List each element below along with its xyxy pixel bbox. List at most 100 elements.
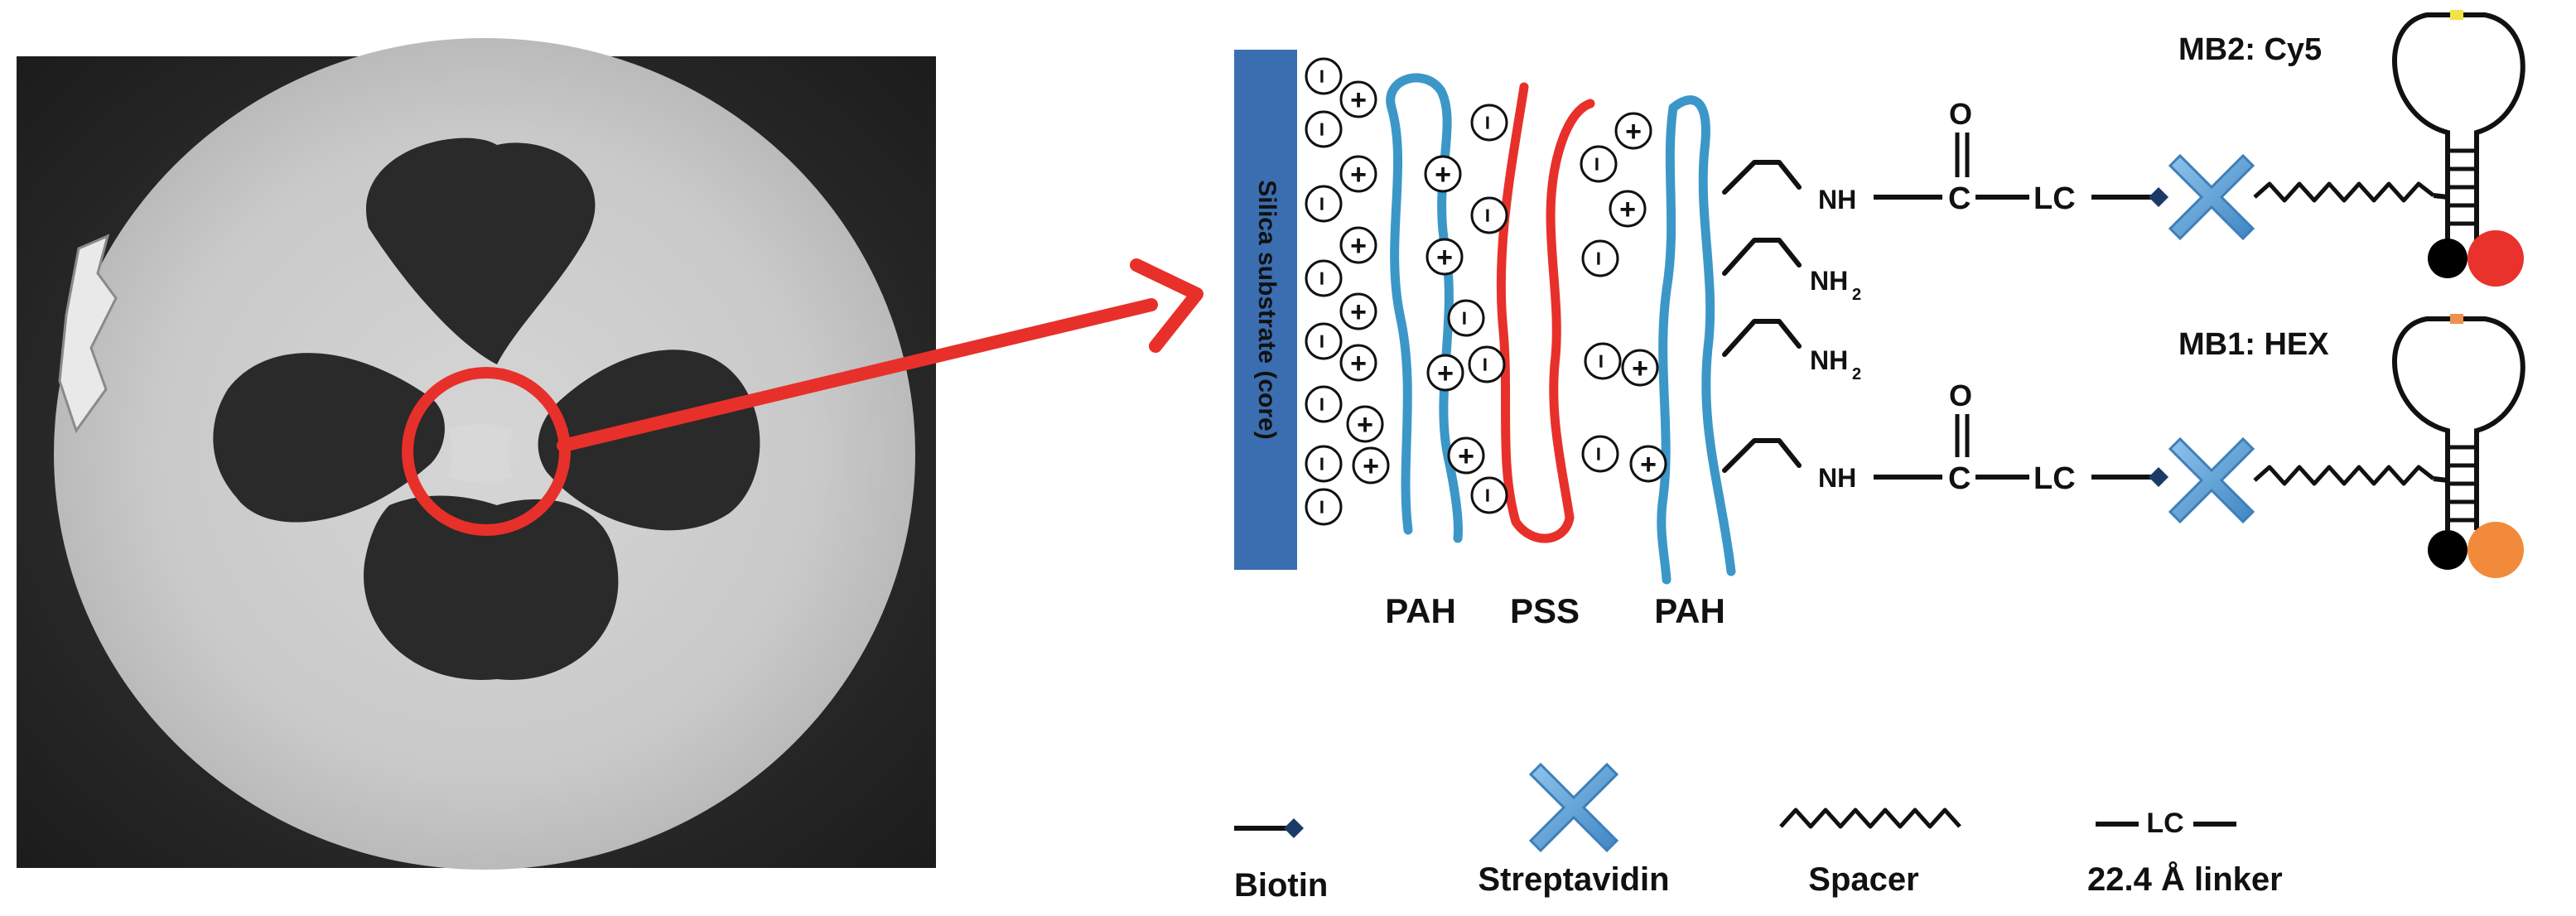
negative-charge-icon: − [1305, 445, 1343, 483]
svg-text:+: + [1435, 159, 1451, 190]
legend-streptavidin-label: Streptavidin [1478, 861, 1669, 898]
positive-charge-icon: + [1352, 446, 1390, 485]
carbonyl-c-2: C [1948, 461, 1971, 496]
carbonyl-c-1: C [1948, 181, 1971, 216]
negative-charge-icon: − [1305, 322, 1343, 360]
polyelectrolyte-layers: PAH PSS PAH [1385, 73, 1736, 630]
positive-charge-icon: + [1339, 80, 1377, 118]
biotin-marker-1 [2149, 187, 2168, 207]
mb1-stem-rungs [2448, 445, 2477, 523]
positive-charge-icon: + [1346, 405, 1384, 443]
negative-charge-icon: − [1305, 57, 1343, 95]
svg-text:−: − [1583, 157, 1610, 171]
mb1-quencher [2428, 530, 2467, 570]
svg-text:−: − [1585, 251, 1612, 266]
positive-charge-icon: + [1426, 354, 1464, 392]
svg-text:−: − [1474, 208, 1501, 223]
negative-charge-icon: − [1305, 259, 1343, 297]
mb1-label: MB1: HEX [2178, 327, 2329, 362]
negative-charge-icon: − [1305, 488, 1343, 526]
svg-text:−: − [1308, 69, 1335, 84]
positive-charge-icon: + [1614, 112, 1652, 150]
negative-charge-icon: − [1580, 145, 1618, 183]
amine-chain-1 [1722, 160, 1802, 195]
mb2-label: MB2: Cy5 [2178, 32, 2322, 67]
negative-charge-icon: − [1470, 104, 1508, 142]
svg-text:+: + [1350, 348, 1367, 379]
nh2-group-1: NH 2 [1810, 266, 1861, 304]
streptavidin-2 [2168, 436, 2255, 524]
svg-text:+: + [1625, 116, 1642, 147]
spacer-1 [2253, 181, 2435, 203]
pah-inner-label: PAH [1385, 591, 1456, 630]
pss-label: PSS [1510, 591, 1580, 630]
svg-text:−: − [1587, 354, 1614, 369]
amine-chain-3 [1722, 319, 1802, 357]
spacer-symbol-icon [1779, 808, 1961, 829]
negative-charge-icon: − [1581, 239, 1619, 277]
mb2-tag [2450, 10, 2463, 20]
streptavidin-1 [2168, 153, 2255, 241]
legend-spacer: Spacer [1779, 808, 1961, 898]
svg-text:+: + [1363, 451, 1379, 482]
molecular-beacon-mb1: MB1: HEX [2178, 314, 2525, 578]
carbonyl-o-2: O [1949, 378, 1972, 412]
amine-chain-2 [1722, 238, 1802, 276]
svg-text:−: − [1474, 115, 1501, 130]
svg-text:+: + [1350, 296, 1367, 328]
hole-right [538, 350, 760, 531]
svg-text:−: − [1308, 271, 1335, 286]
mb1-fluorophore-hex [2467, 522, 2524, 578]
amine-groups [1722, 160, 1802, 473]
amine-chain-4 [1722, 438, 1802, 473]
pss-layer [1496, 82, 1595, 543]
svg-text:+: + [1350, 230, 1367, 262]
svg-text:−: − [1450, 311, 1478, 325]
legend-biotin: Biotin [1234, 818, 1328, 904]
hole-left [213, 353, 445, 523]
hole-top [366, 137, 596, 364]
negative-charge-icon: − [1470, 196, 1508, 234]
negative-charge-icon: − [1584, 342, 1622, 380]
svg-text:−: − [1585, 446, 1612, 461]
pah-inner-layer [1386, 73, 1463, 543]
svg-text:+: + [1357, 409, 1373, 441]
substrate-label: Silica substrate (core) [1253, 180, 1281, 439]
mb2-fluorophore-cy5 [2467, 230, 2524, 287]
svg-text:−: − [1471, 357, 1498, 372]
legend-spacer-label: Spacer [1808, 861, 1918, 898]
svg-text:−: − [1308, 456, 1335, 471]
positive-charge-icon: + [1339, 292, 1377, 330]
molecular-beacon-mb2: MB2: Cy5 [2178, 10, 2525, 287]
nh2-label-1: NH [1810, 266, 1848, 296]
biotin-symbol-icon [1284, 818, 1304, 838]
svg-text:−: − [1308, 122, 1335, 137]
conjugation-chain-2: NH C O LC [1818, 378, 2154, 496]
positive-charge-icon: + [1424, 155, 1462, 193]
lc-label-2: LC [2033, 461, 2076, 496]
svg-text:+: + [1640, 449, 1657, 480]
nh2-label-2: NH [1810, 345, 1848, 375]
svg-text:+: + [1619, 194, 1636, 225]
positive-charge-icon: + [1447, 436, 1485, 475]
carbonyl-o-1: O [1949, 97, 1972, 131]
nh-label-1: NH [1818, 185, 1856, 215]
legend: Biotin Streptavidin Spacer LC 22.4 Å lin… [1234, 762, 2283, 904]
nh2-subscript-2: 2 [1852, 365, 1861, 383]
zoom-arrow [557, 258, 1204, 452]
svg-text:+: + [1436, 242, 1453, 273]
spacer-2 [2253, 465, 2435, 486]
negative-charge-icon: − [1305, 185, 1343, 223]
legend-linker-symbol: LC [2146, 808, 2183, 839]
svg-text:+: + [1437, 358, 1454, 389]
svg-text:+: + [1458, 441, 1474, 472]
positive-charge-icon: + [1609, 190, 1647, 228]
biotin-marker-2 [2149, 467, 2168, 487]
mb1-tag [2450, 314, 2463, 324]
nh2-group-2: NH 2 [1810, 345, 1861, 383]
negative-charge-icon: − [1581, 435, 1619, 473]
negative-charge-icon: − [1305, 110, 1343, 148]
hole-bottom [364, 495, 619, 680]
positive-charge-icon: + [1425, 238, 1464, 276]
